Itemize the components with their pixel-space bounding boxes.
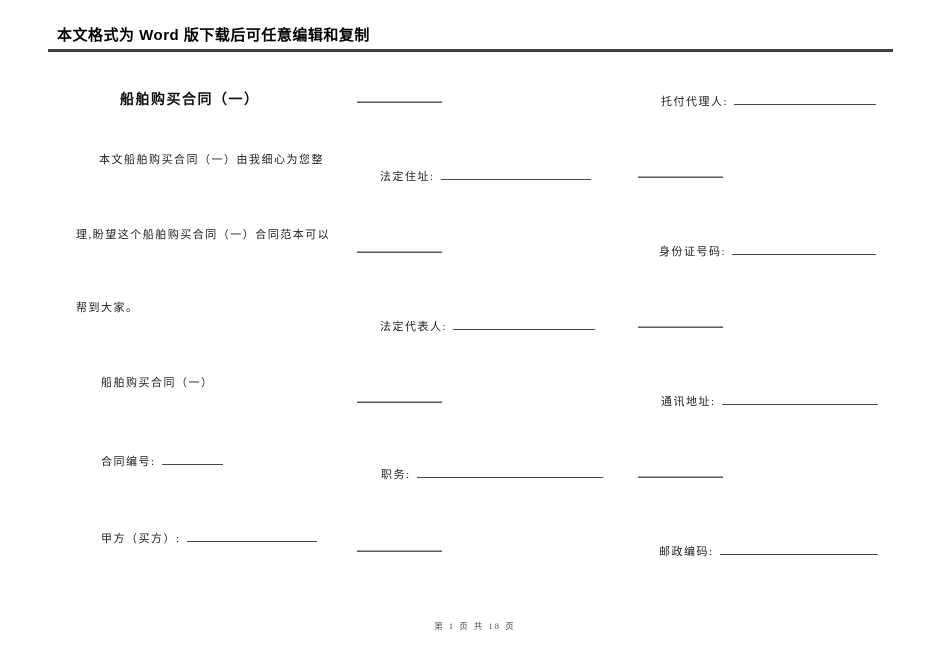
- page-indicator: 第 1 页 共 18 页: [434, 621, 516, 631]
- field-entrusted-agent: 托付代理人:: [661, 92, 877, 110]
- mailing-address-blank: [721, 392, 878, 405]
- intro-line-3: 帮到大家。: [76, 302, 139, 314]
- field-party-a: 甲方（买方）:: [101, 529, 317, 547]
- blank-line: [357, 101, 442, 103]
- legal-representative-label: 法定代表人:: [380, 321, 448, 333]
- blank-line: [638, 176, 723, 178]
- position-label: 职务:: [381, 469, 411, 481]
- id-number-label: 身份证号码:: [659, 246, 727, 258]
- field-legal-address: 法定住址:: [380, 167, 591, 185]
- header-notice: 本文格式为 Word 版下载后可任意编辑和复制: [48, 24, 893, 52]
- intro-line-2: 理,盼望这个船舶购买合同（一）合同范本可以: [76, 229, 331, 241]
- party-a-label: 甲方（买方）:: [101, 533, 181, 545]
- field-id-number: 身份证号码:: [659, 242, 877, 260]
- legal-address-blank: [440, 167, 591, 180]
- entrusted-agent-label: 托付代理人:: [661, 96, 729, 108]
- contract-subtitle: 船舶购买合同（一）: [101, 377, 214, 389]
- intro-line-1: 本文船舶购买合同（一）由我细心为您整: [99, 154, 324, 166]
- legal-representative-blank: [453, 317, 596, 330]
- party-a-blank: [186, 529, 317, 542]
- postal-code-label: 邮政编码:: [659, 546, 714, 558]
- legal-address-label: 法定住址:: [380, 171, 435, 183]
- blank-line: [638, 326, 723, 328]
- blank-line: [357, 401, 442, 403]
- id-number-blank: [732, 242, 877, 255]
- blank-line: [357, 550, 442, 552]
- mailing-address-label: 通讯地址:: [661, 396, 716, 408]
- contract-number-blank: [161, 452, 223, 465]
- header-notice-text: 本文格式为 Word 版下载后可任意编辑和复制: [57, 27, 370, 44]
- field-mailing-address: 通讯地址:: [661, 392, 878, 410]
- postal-code-blank: [719, 542, 878, 555]
- doc-title: 船舶购买合同（一）: [120, 91, 260, 107]
- contract-number-label: 合同编号:: [101, 456, 156, 468]
- position-blank: [416, 465, 603, 478]
- field-contract-number: 合同编号:: [101, 452, 223, 470]
- page-footer: 第 1 页 共 18 页: [0, 620, 950, 632]
- blank-line: [638, 476, 723, 478]
- field-legal-representative: 法定代表人:: [380, 317, 596, 335]
- entrusted-agent-blank: [734, 92, 877, 105]
- blank-line: [357, 251, 442, 253]
- field-postal-code: 邮政编码:: [659, 542, 878, 560]
- field-position: 职务:: [381, 465, 603, 483]
